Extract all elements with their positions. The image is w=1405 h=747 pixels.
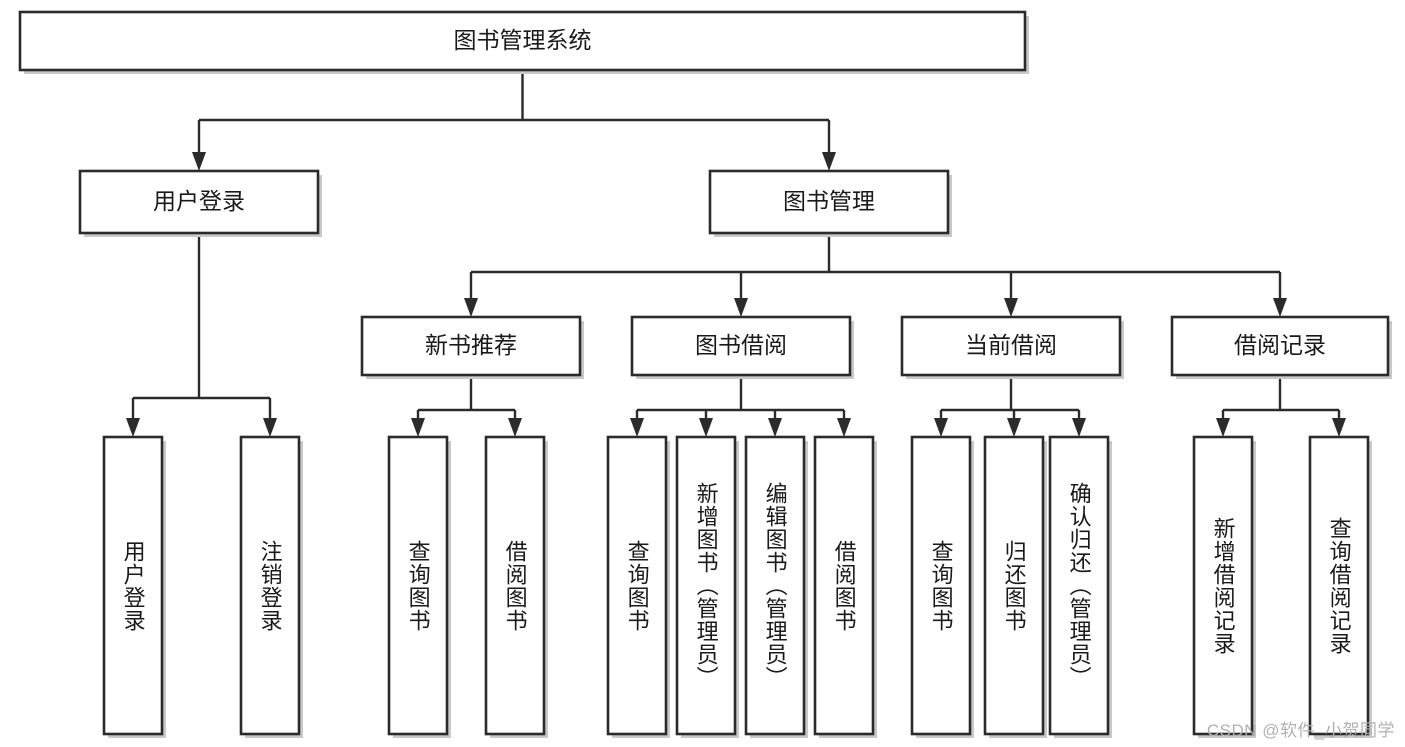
arrow-head-icon	[192, 152, 206, 171]
node-box[interactable]	[1170, 315, 1390, 377]
node-box[interactable]	[484, 435, 546, 736]
arrow-head-icon	[1004, 298, 1018, 317]
node-box[interactable]	[78, 169, 320, 235]
arrow-head-icon	[630, 418, 644, 437]
node-borrow-records[interactable]: 借阅记录	[1170, 315, 1392, 379]
node-book-management[interactable]: 图书管理	[708, 169, 952, 237]
arrow-head-icon	[734, 298, 748, 317]
node-records-add-record[interactable]	[1192, 435, 1256, 738]
arrow-head-icon	[1332, 418, 1346, 437]
node-box[interactable]	[18, 10, 1027, 72]
node-records-query-record[interactable]	[1308, 435, 1372, 738]
node-box[interactable]	[102, 435, 164, 736]
arrow-head-icon	[934, 418, 948, 437]
node-label: 用户登录	[153, 188, 245, 214]
arrow-head-icon	[1216, 418, 1230, 437]
node-current-query-book[interactable]	[910, 435, 974, 738]
node-box[interactable]	[1308, 435, 1370, 736]
node-box[interactable]	[900, 315, 1122, 377]
node-box[interactable]	[744, 435, 806, 736]
arrow-head-icon	[1273, 298, 1287, 317]
node-box[interactable]	[708, 169, 950, 235]
node-box[interactable]	[675, 435, 737, 736]
node-recommend-borrow-book[interactable]	[484, 435, 548, 738]
node-label: 图书借阅	[695, 332, 787, 358]
arrow-head-icon	[837, 418, 851, 437]
node-label: 当前借阅	[965, 332, 1057, 358]
node-user-logout-leaf[interactable]	[239, 435, 303, 738]
arrow-head-icon	[126, 418, 140, 437]
watermark-text: CSDN @软件_小贺同学	[1206, 721, 1395, 740]
node-user-login-leaf[interactable]	[102, 435, 166, 738]
node-box[interactable]	[387, 435, 449, 736]
arrow-head-icon	[699, 418, 713, 437]
node-label: 新书推荐	[425, 332, 517, 358]
node-borrow-add-book-admin[interactable]	[675, 435, 739, 738]
node-label: 借阅记录	[1234, 332, 1326, 358]
node-recommend-query-book[interactable]	[387, 435, 451, 738]
node-box[interactable]	[1048, 435, 1110, 736]
node-box[interactable]	[606, 435, 668, 736]
node-current-confirm-return-admin[interactable]	[1048, 435, 1112, 738]
node-box[interactable]	[983, 435, 1045, 736]
node-new-book-recommend[interactable]: 新书推荐	[360, 315, 584, 379]
node-box[interactable]	[360, 315, 582, 377]
connector-layer	[126, 70, 1346, 437]
node-label: 图书管理	[783, 188, 875, 214]
arrow-head-icon	[411, 418, 425, 437]
node-box[interactable]	[1192, 435, 1254, 736]
arrow-head-icon	[464, 298, 478, 317]
arrow-head-icon	[822, 152, 836, 171]
node-user-login[interactable]: 用户登录	[78, 169, 322, 237]
node-book-borrow[interactable]: 图书借阅	[630, 315, 854, 379]
node-box[interactable]	[630, 315, 852, 377]
node-box[interactable]	[239, 435, 301, 736]
arrow-head-icon	[1072, 418, 1086, 437]
node-box[interactable]	[910, 435, 972, 736]
arrow-head-icon	[1007, 418, 1021, 437]
node-root[interactable]: 图书管理系统	[18, 10, 1029, 74]
arrow-head-icon	[263, 418, 277, 437]
node-borrow-edit-book-admin[interactable]	[744, 435, 808, 738]
node-current-return-book[interactable]	[983, 435, 1047, 738]
node-borrow-borrow-book[interactable]	[813, 435, 877, 738]
arrow-head-icon	[768, 418, 782, 437]
node-label: 图书管理系统	[454, 27, 592, 53]
arrow-head-icon	[508, 418, 522, 437]
node-box[interactable]	[813, 435, 875, 736]
node-current-borrow[interactable]: 当前借阅	[900, 315, 1124, 379]
node-borrow-query-book[interactable]	[606, 435, 670, 738]
